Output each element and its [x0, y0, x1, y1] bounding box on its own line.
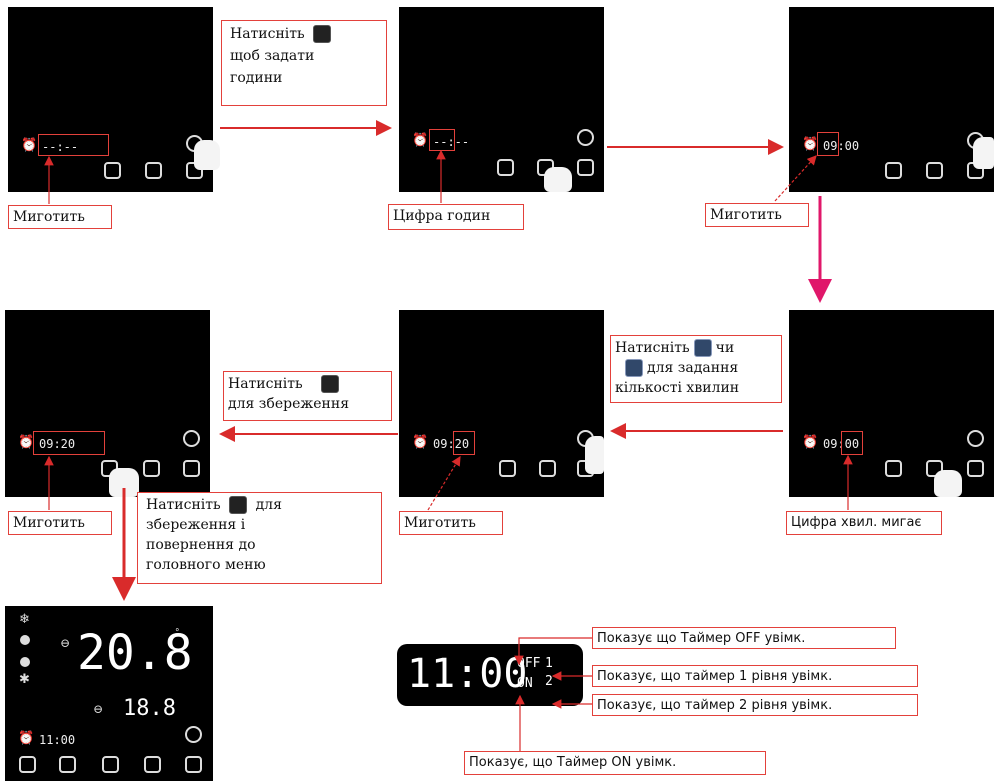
highlight-box — [38, 134, 109, 156]
clock-icon[interactable] — [967, 430, 984, 447]
label-minute-blinks: Цифра хвил. мигає — [786, 511, 942, 535]
timer-time: 11:00 — [407, 651, 528, 697]
label-press-power: Натисніть для збереження і повернення до… — [137, 492, 382, 584]
unit-c: ° — [175, 628, 180, 638]
alarm-icon: ⏰ — [802, 435, 819, 450]
power-icon[interactable] — [499, 460, 516, 477]
display-panel-4: ⏰ 09:00 — [789, 310, 994, 497]
clock-icon — [313, 25, 332, 43]
display-panel-1: ⏰ --:-- — [8, 7, 220, 192]
alarm-icon: ⏰ — [18, 731, 35, 746]
time-readout: 09:20 — [39, 437, 76, 451]
alarm-icon: ⏰ — [21, 138, 38, 153]
room-temperature: 18.8 — [123, 696, 176, 721]
display-panel-3: ⏰ 09:00 — [789, 7, 994, 192]
display-panel-5: ⏰ 09:20 — [399, 310, 604, 497]
hand-pointer-icon — [585, 436, 604, 474]
up-arrow-icon[interactable] — [539, 460, 556, 477]
hand-pointer-icon — [194, 140, 220, 170]
label-press-clock: Натисніть щоб задати години — [221, 20, 387, 106]
alarm-icon: ⏰ — [18, 435, 35, 450]
label-blinks-1: Миготить — [8, 205, 112, 229]
hand-pointer-icon — [934, 470, 962, 497]
mode-m-icon[interactable] — [59, 756, 76, 773]
power-icon[interactable] — [104, 162, 121, 179]
up-arrow-icon[interactable] — [144, 756, 161, 773]
clock-icon[interactable] — [185, 726, 202, 743]
alarm-icon: ⏰ — [412, 133, 429, 148]
alarm-icon: ⏰ — [802, 137, 819, 152]
highlight-box — [841, 431, 863, 455]
time-readout: --:-- — [42, 140, 79, 154]
snowflake-icon: ❄ — [19, 612, 30, 627]
display-panel-6: ⏰ 09:20 — [5, 310, 210, 497]
power-icon — [229, 496, 248, 514]
up-arrow-icon[interactable] — [143, 460, 160, 477]
fan-icon[interactable] — [19, 756, 36, 773]
legend-level-2: Показує, що таймер 2 рівня увімк. — [592, 694, 918, 716]
up-arrow-icon — [693, 339, 712, 357]
label-blinks-4: Миготить — [8, 511, 112, 535]
label-hour-digit: Цифра годин — [388, 204, 524, 230]
label-press-save: Натисніть для збереження — [223, 371, 392, 421]
main-temperature: 20.8 — [77, 625, 193, 681]
power-icon[interactable] — [102, 756, 119, 773]
down-arrow-icon[interactable] — [183, 460, 200, 477]
label-blinks-3: Миготить — [399, 511, 503, 535]
highlight-box — [817, 132, 839, 156]
alarm-icon: ⏰ — [412, 435, 429, 450]
power-icon[interactable] — [885, 162, 902, 179]
time-readout: 11:00 — [39, 733, 76, 747]
clock-icon[interactable] — [577, 129, 594, 146]
main-display-panel: ❄ ✱ ⊖ 20.8 ° ⊖ 18.8 ⏰ 11:00 — [5, 606, 213, 781]
highlight-box — [453, 431, 475, 455]
sun-icon: ✱ — [19, 672, 30, 687]
highlight-box — [33, 431, 105, 455]
label-blinks-2: Миготить — [705, 203, 809, 227]
mode-dot-icon — [20, 635, 30, 645]
clock-icon[interactable] — [183, 430, 200, 447]
power-icon[interactable] — [885, 460, 902, 477]
display-panel-2: ⏰ --:-- — [399, 7, 604, 192]
up-arrow-icon[interactable] — [926, 162, 943, 179]
down-arrow-icon[interactable] — [185, 756, 202, 773]
on-tag: ON — [517, 676, 533, 691]
down-arrow-icon — [625, 359, 643, 377]
legend-on: Показує, що Таймер ON увімк. — [464, 751, 766, 775]
up-arrow-icon[interactable] — [145, 162, 162, 179]
legend-level-1: Показує, що таймер 1 рівня увімк. — [592, 665, 918, 687]
time-readout: 09:20 — [433, 437, 470, 451]
legend-off: Показує що Таймер OFF увімк. — [592, 627, 896, 649]
time-readout: 09:00 — [823, 139, 860, 153]
hand-pointer-icon — [973, 137, 994, 169]
hand-pointer-icon — [544, 167, 572, 192]
time-readout: --:-- — [433, 135, 470, 149]
down-arrow-icon[interactable] — [577, 159, 594, 176]
down-arrow-icon[interactable] — [967, 460, 984, 477]
room-arrow-icon: ⊖ — [93, 702, 104, 716]
level-1-tag: 1 — [545, 656, 553, 671]
set-arrow-icon: ⊖ — [60, 636, 71, 650]
clock-icon — [321, 375, 340, 393]
level-2-tag: 2 — [545, 674, 553, 689]
power-icon[interactable] — [497, 159, 514, 176]
mode-dot-icon — [20, 657, 30, 667]
